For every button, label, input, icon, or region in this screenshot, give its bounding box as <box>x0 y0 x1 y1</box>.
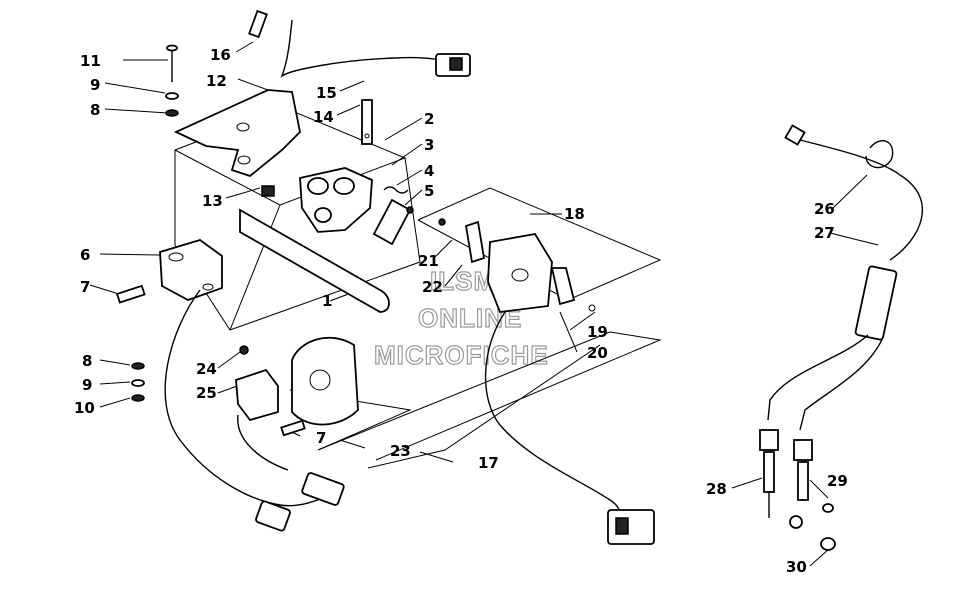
callout-7-left: 7 <box>80 278 90 296</box>
part-washer-9-top <box>165 92 179 100</box>
callout-24: 24 <box>196 360 217 378</box>
callout-12: 12 <box>206 72 227 90</box>
callout-15: 15 <box>316 84 337 102</box>
callout-27: 27 <box>814 224 835 242</box>
callout-25: 25 <box>196 384 217 402</box>
callout-2: 2 <box>424 110 434 128</box>
part-screw-5 <box>406 206 414 214</box>
part-sensor-28 <box>759 429 813 518</box>
callout-20: 20 <box>587 344 608 362</box>
callout-10: 10 <box>74 399 95 417</box>
callout-13: 13 <box>202 192 223 210</box>
callout-14: 14 <box>313 108 334 126</box>
part-tab-16 <box>248 9 268 39</box>
part-switch-25 <box>235 368 289 471</box>
part-block-6 <box>159 239 223 301</box>
part-bracket-12 <box>173 89 301 197</box>
part-oring-29 <box>789 503 834 529</box>
part-nut-10 <box>131 394 145 402</box>
callout-11: 11 <box>80 52 101 70</box>
part-spring-3 <box>383 186 409 194</box>
callout-3: 3 <box>424 136 434 154</box>
part-washer-8-bottom <box>131 362 145 370</box>
part-screw-7-left <box>115 284 146 304</box>
callout-8-bottom: 8 <box>82 352 92 370</box>
callout-7-lower: 7 <box>316 429 326 447</box>
watermark-line-3: MICROFICHE <box>374 340 549 370</box>
part-switch-20 <box>550 267 576 306</box>
callout-8-top: 8 <box>90 101 100 119</box>
callout-16: 16 <box>210 46 231 64</box>
callout-1: 1 <box>322 292 332 310</box>
callout-labels: 11 9 8 16 12 15 14 2 3 4 5 13 6 7 1 18 2… <box>74 46 848 576</box>
callout-21: 21 <box>418 252 439 270</box>
part-lever-1 <box>239 208 390 313</box>
callout-6: 6 <box>80 246 90 264</box>
part-screw-21 <box>438 218 446 226</box>
part-connector-26 <box>784 124 894 169</box>
callout-9-top: 9 <box>90 76 100 94</box>
part-harness-17 <box>484 311 655 545</box>
callout-22: 22 <box>422 278 443 296</box>
part-washer-8-top <box>165 109 179 117</box>
part-clip-22 <box>464 220 486 264</box>
part-clip-14 <box>361 99 373 145</box>
callout-26: 26 <box>814 200 835 218</box>
callout-18: 18 <box>564 205 585 223</box>
part-screw-7-lower <box>280 419 306 437</box>
callout-28: 28 <box>706 480 727 498</box>
callout-4: 4 <box>424 162 434 180</box>
part-bracket-18 <box>487 233 553 313</box>
part-screw-24 <box>239 345 249 355</box>
callout-19: 19 <box>587 323 608 341</box>
callout-17: 17 <box>478 454 499 472</box>
part-screw-19 <box>588 304 596 312</box>
callout-23: 23 <box>390 442 411 460</box>
callout-9-bottom: 9 <box>82 376 92 394</box>
part-harness-27 <box>767 139 924 431</box>
part-throttle-housing-2 <box>299 167 373 233</box>
callout-29: 29 <box>827 472 848 490</box>
part-switch-15 <box>280 19 471 78</box>
callout-5: 5 <box>424 182 434 200</box>
part-plate-4 <box>372 198 412 246</box>
part-washer-30 <box>820 537 836 551</box>
part-washer-9-bottom <box>131 379 145 387</box>
part-lever-housing-23 <box>291 336 359 426</box>
callout-30: 30 <box>786 558 807 576</box>
part-bolt-11 <box>166 44 178 82</box>
part-cable-left <box>164 289 345 532</box>
